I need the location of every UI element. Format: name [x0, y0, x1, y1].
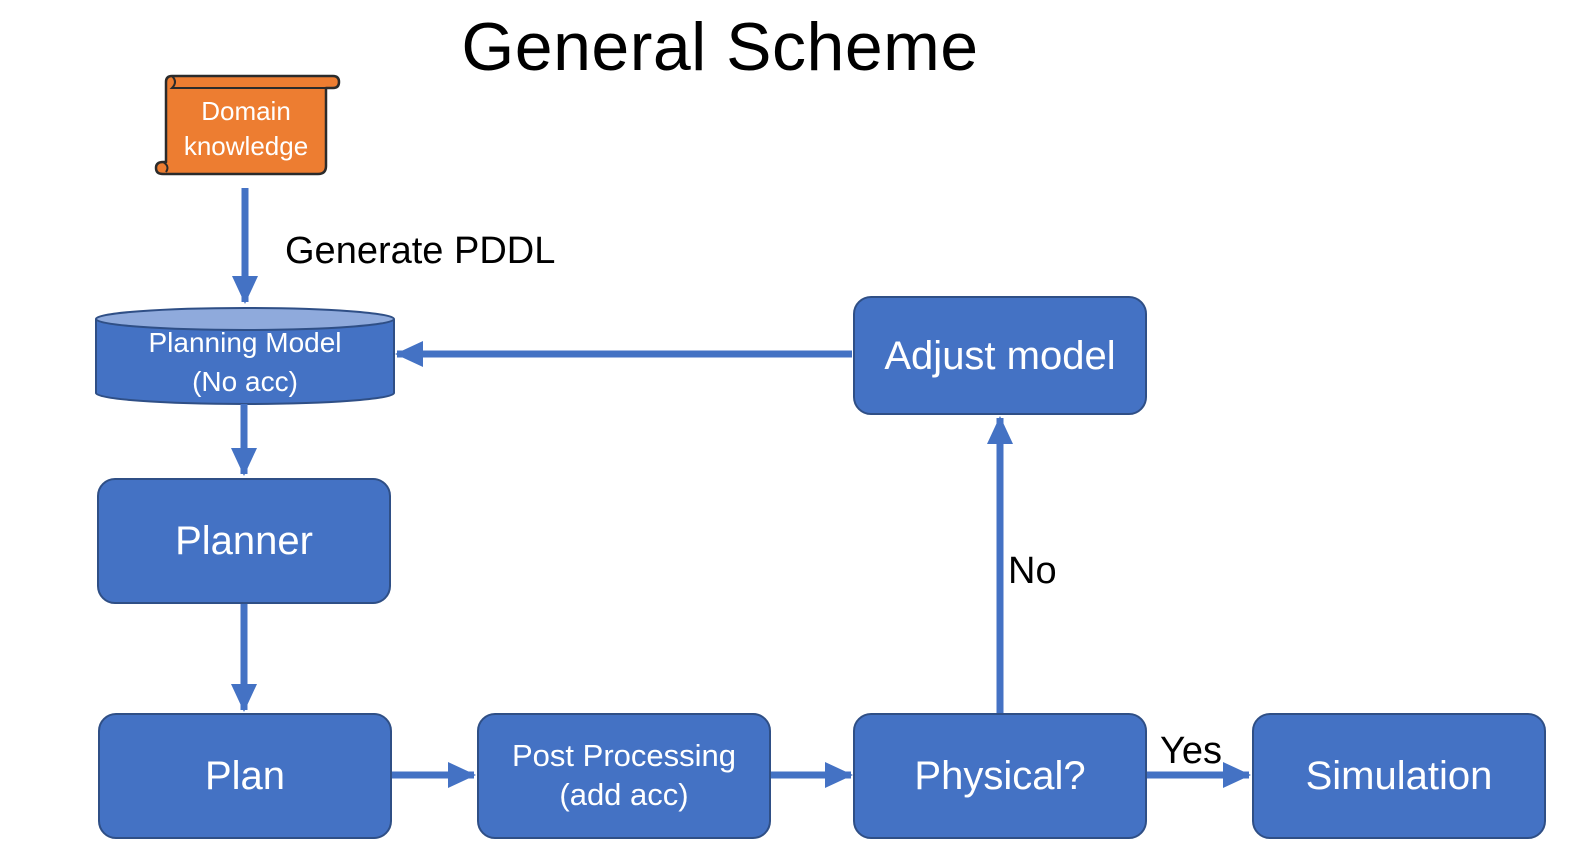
planning-model-line2: (No acc) — [192, 366, 298, 398]
generate-pddl-label: Generate PDDL — [285, 230, 556, 272]
yes-label: Yes — [1160, 730, 1222, 772]
physical-decision-node: Physical? — [853, 713, 1147, 839]
domain-knowledge-line2: knowledge — [183, 131, 309, 162]
planning-model-line1: Planning Model — [148, 327, 342, 358]
adjust-model-label: Adjust model — [884, 333, 1116, 378]
physical-label: Physical? — [914, 754, 1086, 798]
simulation-node: Simulation — [1252, 713, 1546, 839]
planning-model-cylinder — [95, 307, 395, 405]
diagram-title: General Scheme — [461, 9, 979, 85]
post-processing-line1: Post Processing — [512, 738, 736, 774]
adjust-model-node: Adjust model — [853, 296, 1147, 415]
planner-node: Planner — [97, 478, 391, 604]
plan-node: Plan — [98, 713, 392, 839]
plan-label: Plan — [204, 754, 286, 798]
no-label: No — [1008, 550, 1057, 592]
post-processing-line2: (add acc) — [559, 777, 689, 812]
planning-model-label: Planning Model (No acc) — [96, 323, 394, 401]
post-processing-node: Post Processing (add acc) — [477, 713, 771, 839]
domain-knowledge-line1: Domain — [201, 96, 291, 126]
simulation-label: Simulation — [1305, 754, 1493, 798]
domain-knowledge-label: Domain knowledge — [166, 94, 326, 164]
planner-label: Planner — [175, 519, 313, 563]
domain-knowledge-scroll — [154, 74, 341, 176]
